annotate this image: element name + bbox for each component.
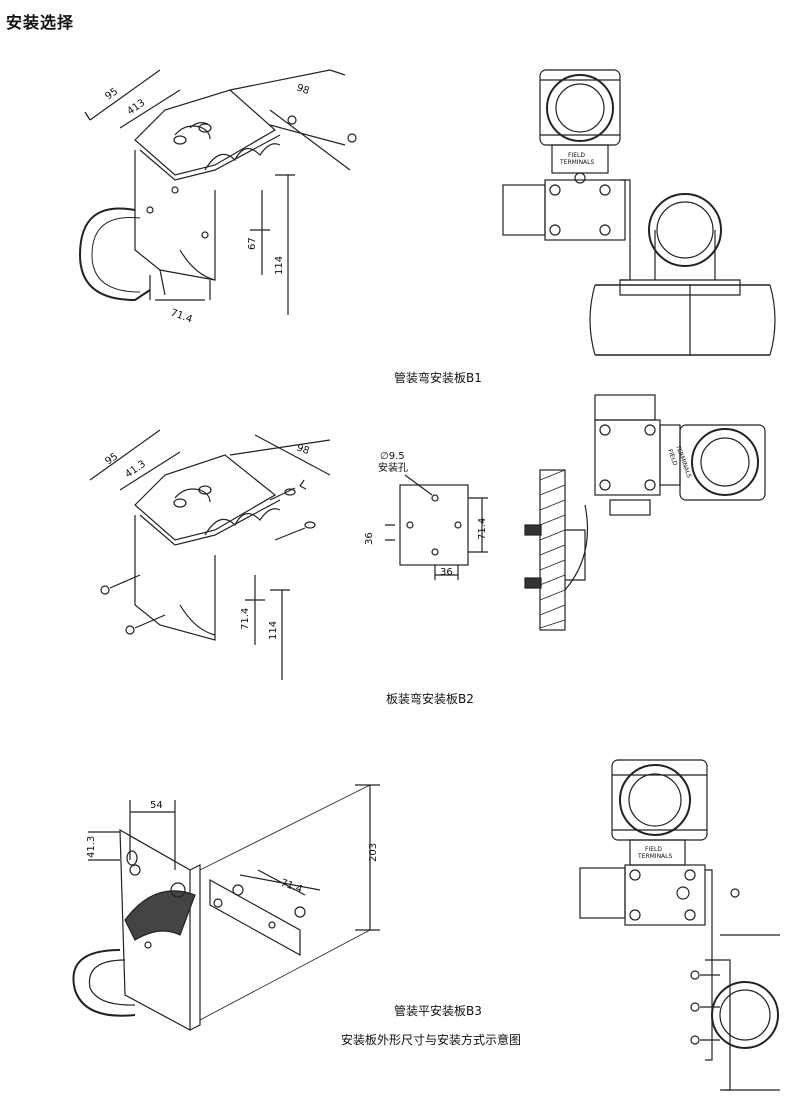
- b3-terminals-label: TERMINALS: [637, 853, 673, 860]
- b3-bracket-drawing: 54 41.3 203 71.4: [72, 784, 380, 1032]
- b3-dim-714: 71.4: [279, 877, 304, 895]
- b1-field-label: FIELD: [568, 152, 585, 159]
- b3-dim-203: 203: [368, 843, 379, 862]
- b1-transmitter-drawing: FIELD TERMINALS: [502, 69, 776, 356]
- b2-dim-114: 114: [268, 621, 279, 640]
- b1-dim-98: 98: [295, 82, 311, 97]
- b2-dim-95: 95: [103, 451, 120, 467]
- b2-hole-label: 安装孔: [378, 461, 408, 474]
- b2-transmitter-drawing: FIELD TERMINALS: [524, 394, 766, 631]
- caption-b3: 管装平安装板B3: [394, 1004, 482, 1018]
- b2-dim-413: 41.3: [123, 459, 148, 481]
- b2-plate-dim-36-vertical: 36: [364, 532, 375, 545]
- b2-plate-dim-714: 71.4: [477, 518, 488, 540]
- b2-hole-diameter: ∅9.5: [380, 451, 405, 462]
- b1-dim-67: 67: [247, 237, 258, 250]
- page-title: 安装选择: [6, 13, 75, 32]
- b1-dim-114: 114: [274, 256, 285, 275]
- b1-terminals-label: TERMINALS: [559, 159, 595, 166]
- b1-bracket-drawing: 95 413 98 67 114 71.4: [78, 69, 357, 325]
- b2-plate-dim-36-horizontal: 36: [440, 567, 453, 578]
- b3-transmitter-drawing: FIELD TERMINALS: [579, 759, 780, 1091]
- b2-dim-714: 71.4: [240, 608, 251, 630]
- caption-b1: 管装弯安装板B1: [394, 371, 482, 385]
- b1-dim-714: 71.4: [169, 307, 194, 325]
- b1-dim-413: 413: [125, 97, 147, 117]
- b2-dim-98: 98: [295, 442, 311, 457]
- caption-b2: 板装弯安装板B2: [386, 692, 474, 706]
- b3-dim-54: 54: [150, 800, 163, 811]
- b3-field-label: FIELD: [645, 846, 662, 853]
- summary-caption: 安装板外形尺寸与安装方式示意图: [341, 1033, 522, 1047]
- b2-hole-plate-drawing: ∅9.5 安装孔 36 71.4 36: [364, 451, 488, 580]
- b2-bracket-drawing: 95 41.3 98 71.4 114: [89, 429, 331, 680]
- b3-dim-413: 41.3: [86, 836, 97, 858]
